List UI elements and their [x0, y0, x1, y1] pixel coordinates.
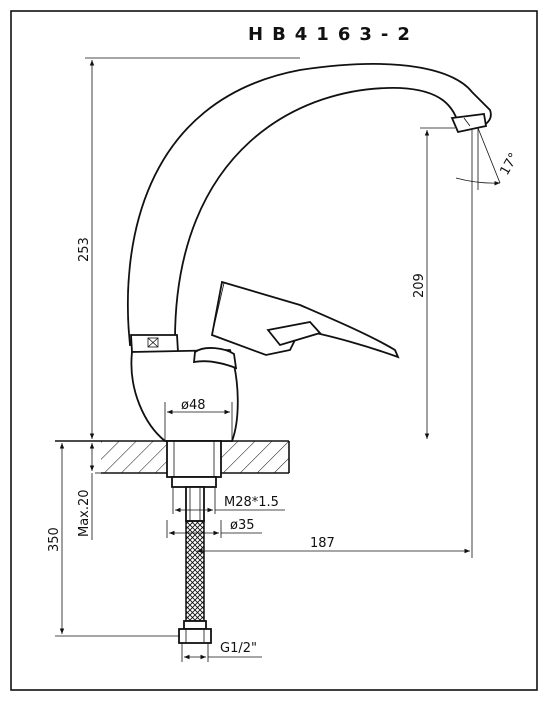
dim-total-height: 253	[77, 57, 300, 439]
aerator	[450, 112, 488, 134]
thread-label: M28*1.5	[224, 495, 279, 510]
hose-length-label: 350	[47, 527, 62, 552]
body-diameter-label: ø48	[181, 398, 206, 413]
dim-hose-length: 350	[47, 443, 180, 637]
spout-angle-label: 17°	[497, 151, 522, 178]
braided-hose	[185, 520, 205, 622]
connection-label: G1/2"	[220, 641, 257, 656]
hose-nut	[178, 620, 212, 644]
max-thickness-label: Max.20	[77, 489, 92, 537]
height-total-label: 253	[77, 237, 92, 262]
mounting-shank	[166, 440, 222, 522]
shank-diameter-label: ø35	[230, 518, 255, 533]
reach-label: 187	[310, 536, 335, 551]
spout-height-label: 209	[412, 273, 427, 298]
countertop	[55, 440, 290, 474]
dim-thread: M28*1.5	[172, 488, 285, 514]
dim-spout-angle: 17°	[455, 127, 522, 190]
dim-max-thickness: Max.20	[77, 443, 101, 540]
dim-body-diameter: ø48	[164, 398, 233, 440]
lever-handle	[210, 280, 400, 359]
border-frame	[10, 10, 538, 691]
faucet-spout	[126, 63, 492, 346]
dim-shank-diameter: ø35	[166, 518, 262, 538]
dim-reach: 187	[197, 130, 473, 558]
collar-marker	[147, 337, 159, 348]
model-title: HB4163-2	[248, 24, 419, 45]
dim-connection: G1/2"	[181, 641, 262, 662]
dim-spout-height: 209	[412, 127, 455, 439]
